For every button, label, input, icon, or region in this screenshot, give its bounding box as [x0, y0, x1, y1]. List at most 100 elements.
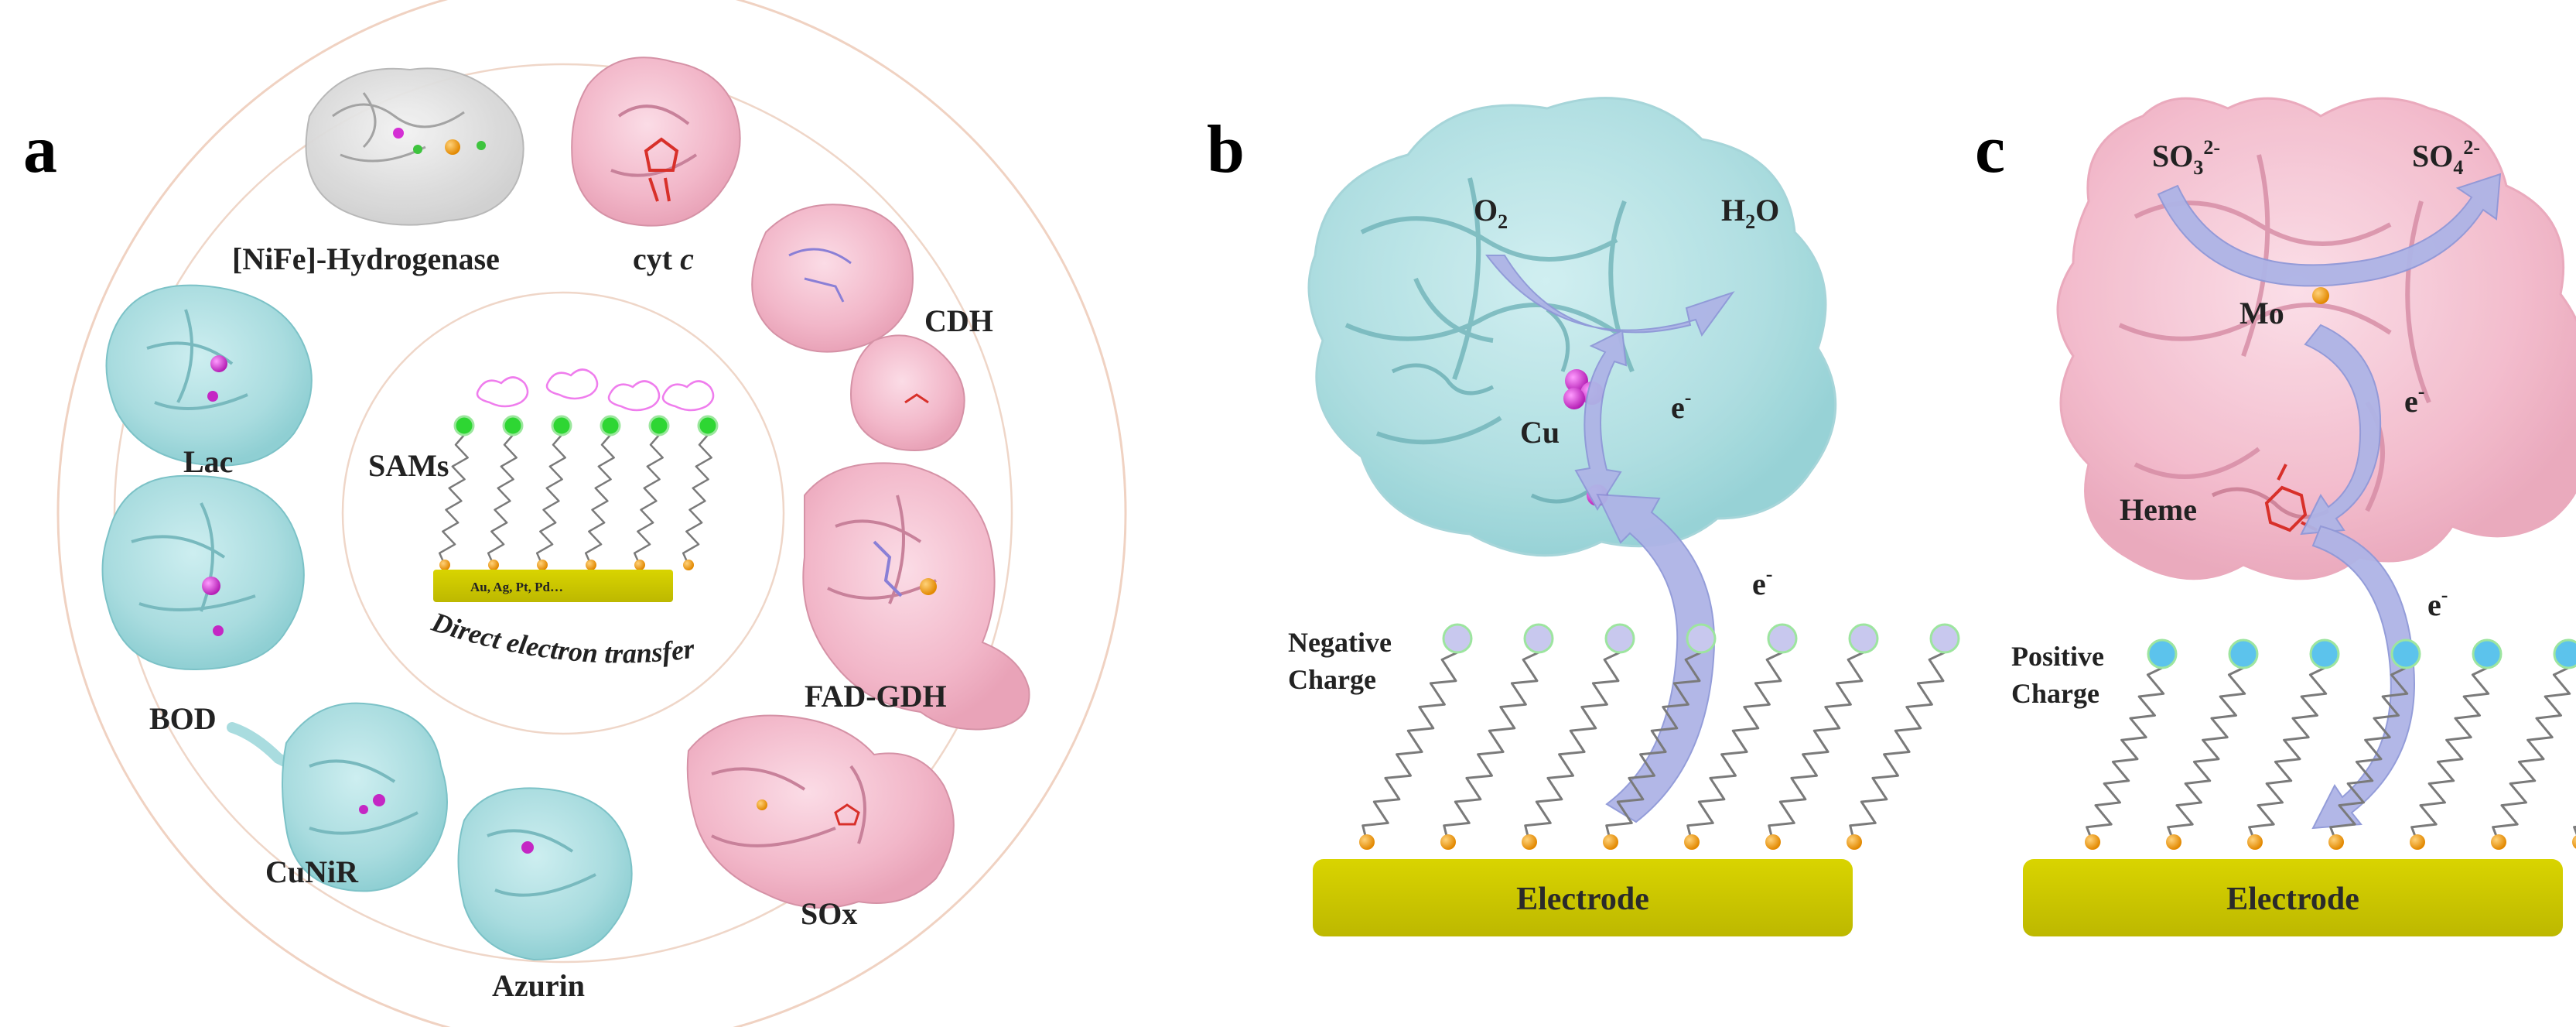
label-electron-internal-c: e- [2404, 380, 2424, 419]
label-cdh: CDH [924, 303, 993, 338]
inner-sam-schematic: Au, Ag, Pt, Pd… SAMs Direct electron tra… [368, 368, 719, 669]
sam-anchor-atom [683, 560, 694, 570]
panel-c-letter: c [1975, 112, 2005, 187]
panel-a-letter: a [23, 112, 57, 187]
sox-structure [686, 714, 955, 909]
direct-electron-transfer-caption: Direct electron transfer [428, 606, 697, 669]
cytc-structure [571, 56, 741, 227]
sam-head-group [1686, 623, 1717, 654]
label-so4: SO42- [2412, 136, 2480, 179]
sam-chains-b [1359, 623, 1960, 850]
sam-anchor-atom [2085, 834, 2100, 850]
sam-head-group [502, 415, 524, 436]
sam-head-group [2228, 638, 2259, 669]
inner-ring [341, 291, 785, 735]
mo-atom [2312, 287, 2329, 304]
label-lac: Lac [183, 444, 233, 479]
label-cu: Cu [1520, 415, 1560, 450]
fadgdh-structure [802, 462, 1030, 731]
panel-a: a [NiFe]-Hydrogenase cyt c CDH [23, 0, 1127, 1027]
label-sams: SAMs [368, 448, 449, 483]
outer-ring [56, 0, 1127, 1027]
sam-head-group [600, 415, 621, 436]
sam-anchor-atom [634, 560, 645, 570]
label-h2o: H2O [1721, 193, 1779, 233]
sam-head-group [1442, 623, 1473, 654]
sam-chains-c [2085, 638, 2576, 850]
label-hydrogenase: [NiFe]-Hydrogenase [232, 241, 500, 276]
cdh-structure [751, 204, 965, 451]
label-electron-internal-b: e- [1671, 386, 1691, 425]
label-charge-b: Charge [1288, 664, 1376, 695]
sam-head-group [648, 415, 670, 436]
sam-chain [2248, 666, 2328, 843]
label-heme: Heme [2120, 492, 2197, 527]
label-azurin: Azurin [492, 968, 585, 1003]
inner-metals-label: Au, Ag, Pt, Pd… [470, 580, 563, 594]
sam-chain [1768, 651, 1864, 843]
sam-anchor-atom [586, 560, 596, 570]
sam-head-group [2309, 638, 2340, 669]
sam-head-group [2553, 638, 2576, 669]
panel-b: b O2 H2O Cu e- e- Negative Charge Electr… [1207, 97, 1960, 936]
sam-head-group [1523, 623, 1554, 654]
label-negative: Negative [1288, 627, 1392, 658]
sam-chain [1443, 651, 1539, 843]
label-electron-transfer-c: e- [2427, 584, 2448, 622]
lac-structure [105, 284, 313, 467]
sam-chain [2492, 666, 2571, 843]
sam-anchor-atom [537, 560, 548, 570]
label-cunir: CuNiR [265, 854, 359, 889]
sam-head-group [2472, 638, 2503, 669]
azurin-structure [457, 787, 633, 961]
label-cytc: cyt c [633, 241, 694, 276]
electrode-b [1313, 859, 1853, 936]
sam-anchor-atom [2491, 834, 2506, 850]
sam-anchor-atom [439, 560, 450, 570]
electrode-to-cu-arrow [1596, 493, 1715, 823]
label-mo: Mo [2239, 296, 2284, 330]
sam-chain [1849, 651, 1946, 843]
sam-chain [438, 434, 469, 566]
sam-anchor-atom [2572, 835, 2576, 849]
outer-ring-line [113, 63, 1013, 964]
mini-protein-row [476, 368, 715, 412]
sam-chain [1361, 651, 1458, 843]
sam-anchor-atom [1765, 834, 1781, 850]
o2-to-h2o-arrow [1484, 255, 1735, 337]
sam-anchor-atom [1603, 834, 1618, 850]
sam-anchor-atom [488, 560, 499, 570]
arrows-b [1484, 255, 1735, 823]
sam-chain [2410, 666, 2490, 843]
label-so3: SO32- [2152, 136, 2220, 179]
cunir-structure [227, 702, 448, 892]
internal-electron-arrow [1574, 329, 1628, 511]
sam-chain [682, 434, 712, 566]
label-o2: O2 [1474, 193, 1508, 233]
sam-chain [633, 434, 664, 566]
sam-head-group [1929, 623, 1960, 654]
arrows-c [2157, 173, 2502, 830]
sam-anchor-atom [1522, 834, 1537, 850]
sam-head-group [697, 415, 719, 436]
label-charge-c: Charge [2011, 678, 2099, 709]
sam-head-group [1604, 623, 1635, 654]
sam-anchor-atom [2410, 834, 2425, 850]
electrode-b-label: Electrode [1516, 882, 1649, 917]
panel-c: c SO32- SO42- Mo e- Heme e- Positive Cha… [1975, 97, 2576, 936]
bod-structure [101, 474, 305, 671]
label-bod: BOD [149, 701, 217, 736]
sam-head-group [551, 415, 572, 436]
laccase-surface [1307, 97, 1837, 557]
sam-chain [1605, 651, 1702, 843]
sam-anchor-atom [1847, 834, 1862, 850]
electrode-c [2023, 859, 2563, 936]
electrode-c-label: Electrode [2226, 882, 2359, 917]
sam-head-group [453, 415, 475, 436]
sam-chain [2329, 666, 2409, 843]
sam-anchor-atom [1440, 834, 1456, 850]
sam-anchor-atom [1359, 834, 1375, 850]
sam-head-group [1848, 623, 1879, 654]
sam-head-group [1767, 623, 1798, 654]
sam-anchor-atom [2166, 834, 2181, 850]
